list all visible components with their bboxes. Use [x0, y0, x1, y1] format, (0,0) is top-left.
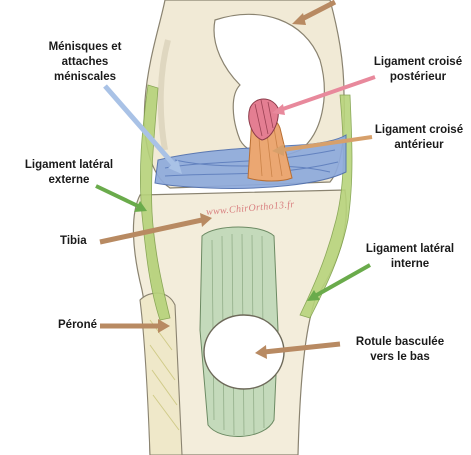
- external-lateral-ligament: [140, 84, 171, 321]
- arrow-meniscus: [103, 84, 177, 168]
- arrow-femur-top-head: [292, 13, 306, 25]
- arrow-patella-head: [255, 345, 267, 359]
- label-ligament-croise-posterieur: Ligament croisé postérieur: [373, 56, 463, 83]
- fibula-hatching: [149, 319, 180, 431]
- arrow-acl-head: [272, 144, 284, 156]
- arrow-acl: [281, 135, 373, 152]
- arrow-internal-ligament-head: [307, 290, 320, 301]
- arrow-external-ligament-head: [134, 201, 147, 212]
- label-tibia: Tibia: [60, 235, 87, 247]
- label-ligament-lateral-interne: Ligament latéral interne: [365, 243, 455, 270]
- arrow-pcl: [279, 75, 376, 112]
- arrow-meniscus-head: [168, 160, 182, 174]
- arrows: [95, 0, 376, 359]
- arrow-tibia: [99, 217, 203, 245]
- arrow-internal-ligament: [314, 263, 371, 298]
- label-ligament-lateral-externe: Ligament latéral externe: [24, 159, 114, 186]
- label-menisques: Ménisques et attaches méniscales: [48, 41, 122, 83]
- arrow-external-ligament: [95, 184, 141, 209]
- label-perone: Péroné: [58, 319, 97, 331]
- label-rotule: Rotule basculée vers le bas: [355, 336, 445, 363]
- label-ligament-croise-anterieur: Ligament croisé antérieur: [374, 124, 464, 151]
- femur-shading: [157, 39, 171, 151]
- arrow-patella: [263, 341, 341, 355]
- internal-lateral-ligament: [299, 94, 353, 319]
- arrow-pcl-head: [272, 104, 285, 115]
- arrow-fibula-head: [158, 319, 170, 333]
- arrow-tibia-head: [200, 213, 212, 227]
- pcl-fibers: [254, 99, 274, 137]
- arrow-femur-top: [298, 0, 337, 23]
